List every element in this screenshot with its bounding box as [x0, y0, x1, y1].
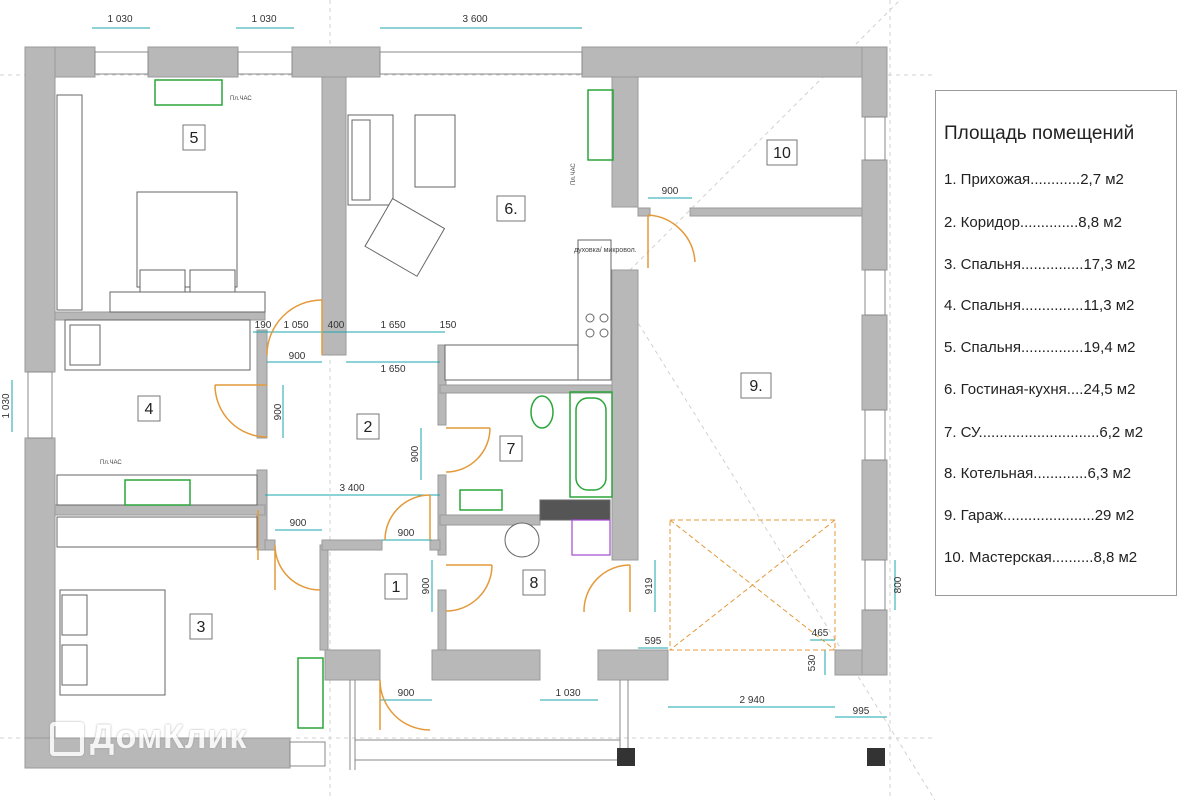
dim-400: 400 — [328, 320, 345, 331]
dim-3400: 3 400 — [339, 483, 364, 494]
dim-top-entrance: 3 600 — [462, 14, 487, 25]
socket-label-b: Пл.ЧАС — [100, 460, 122, 466]
dim-1030-bottom: 1 030 — [555, 688, 580, 699]
dim-900-bottom: 900 — [398, 688, 415, 699]
dim-190: 190 — [255, 320, 272, 331]
walls — [24, 46, 888, 769]
small-annotations: Пл.ЧАС Пл.ЧАС Пл.ЧАС духовка/ микровол. — [100, 96, 637, 466]
porch — [349, 680, 629, 770]
dim-900-corridor: 900 — [289, 351, 306, 362]
legend-row-8: 8. Котельная.............6,3 м2 — [944, 465, 1132, 482]
legend-row-2: 2. Коридор..............8,8 м2 — [944, 214, 1122, 231]
dim-1650-top: 1 650 — [380, 320, 405, 331]
legend-row-5: 5. Спальня...............19,4 м2 — [944, 339, 1136, 356]
room-5-number: 5 — [190, 130, 199, 147]
dim-900-vertical-r4: 900 — [273, 403, 284, 420]
dim-1030-left: 1 030 — [1, 393, 12, 418]
dimension-lines — [11, 27, 896, 718]
doors — [214, 214, 696, 731]
legend-row-4: 4. Спальня...............11,3 м2 — [944, 297, 1135, 314]
room-1-number: 1 — [392, 579, 401, 596]
porch-post-left — [617, 748, 635, 766]
room-8-number: 8 — [530, 575, 539, 592]
legend-row-9: 9. Гараж......................29 м2 — [944, 507, 1135, 524]
room-3-number: 3 — [197, 619, 206, 636]
legend-row-10: 10. Мастерская..........8,8 м2 — [944, 549, 1138, 566]
socket-label-c: Пл.ЧАС — [571, 163, 577, 185]
socket-label-a: Пл.ЧАС — [230, 96, 252, 102]
room-10-number: 10 — [773, 145, 791, 162]
dim-150: 150 — [440, 320, 457, 331]
room-9-number: 9. — [749, 378, 762, 395]
dim-900-r3: 900 — [290, 518, 307, 529]
dim-465: 465 — [812, 628, 829, 639]
dim-995: 995 — [853, 706, 870, 717]
room-4-number: 4 — [145, 401, 154, 418]
garage-door — [669, 519, 836, 651]
room-6-number: 6. — [504, 201, 517, 218]
dim-900-vertical-r1: 900 — [421, 577, 432, 594]
dim-top-window-mid: 1 030 — [251, 14, 276, 25]
legend-row-7: 7. СУ.............................6,2 м2 — [944, 424, 1144, 441]
dim-900-vertical-r7: 900 — [410, 445, 421, 462]
legend-row-1: 1. Прихожая............2,7 м2 — [944, 171, 1124, 188]
dim-1650: 1 650 — [380, 364, 405, 375]
area-legend: Площадь помещений 1. Прихожая...........… — [935, 90, 1177, 596]
dim-2940: 2 940 — [739, 695, 764, 706]
legend-row-6: 6. Гостиная-кухня....24,5 м2 — [944, 381, 1136, 398]
porch-post-right — [867, 748, 885, 766]
dim-595: 595 — [645, 636, 662, 647]
dim-919: 919 — [644, 577, 655, 594]
domclick-logo-icon — [50, 722, 84, 757]
dim-900-r1: 900 — [398, 528, 415, 539]
sanitary-fixtures — [124, 79, 614, 729]
windows — [27, 51, 886, 767]
dim-1050: 1 050 — [283, 320, 308, 331]
floor-plan: 5 6. 10 4 2 7 9. 1 8 3 1 030 1 030 3 600… — [0, 0, 935, 800]
dim-top-window-left: 1 030 — [107, 14, 132, 25]
room-2-number: 2 — [364, 419, 373, 436]
room-labels: 5 6. 10 4 2 7 9. 1 8 3 — [137, 124, 798, 640]
watermark-text: ДомКлик — [90, 718, 248, 756]
oven-label: духовка/ микровол. — [574, 247, 637, 254]
dim-800: 800 — [893, 576, 904, 593]
dimension-labels: 1 030 1 030 3 600 190 1 050 400 1 650 15… — [1, 14, 904, 717]
utility-sink — [571, 519, 611, 556]
room-7-number: 7 — [507, 441, 516, 458]
watermark: ДомКлик — [50, 718, 247, 757]
legend-title: Площадь помещений — [944, 123, 1135, 144]
dim-900-workshop: 900 — [662, 186, 679, 197]
furniture — [56, 94, 612, 696]
dim-530: 530 — [807, 654, 818, 671]
legend-row-3: 3. Спальня...............17,3 м2 — [944, 256, 1136, 273]
